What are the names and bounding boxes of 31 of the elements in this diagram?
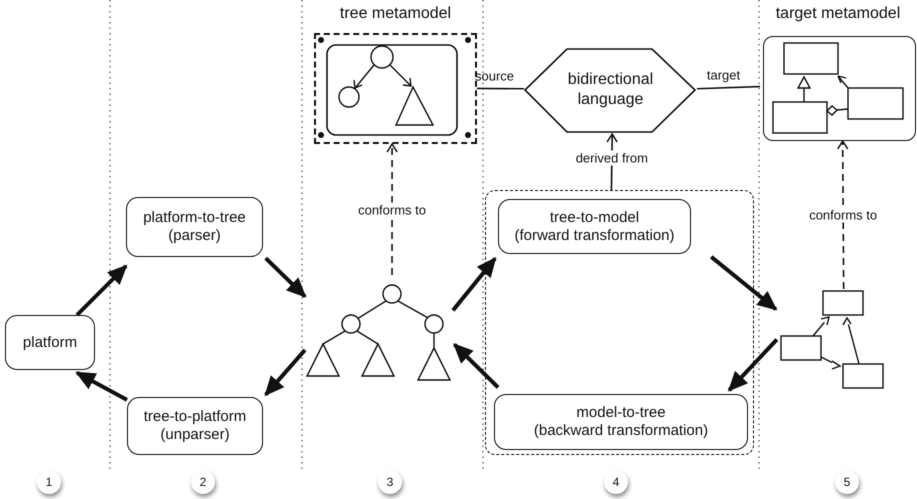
step-number: 5 bbox=[835, 470, 859, 494]
thick-arrow bbox=[710, 255, 778, 311]
node-text: bidirectional language bbox=[566, 70, 654, 110]
process-box: model-to-tree (backward transformation) bbox=[494, 394, 748, 450]
dashed-group-box bbox=[485, 190, 754, 455]
process-box: tree-to-platform (unparser) bbox=[127, 397, 263, 455]
thick-arrow bbox=[264, 256, 306, 298]
step-number: 1 bbox=[37, 470, 61, 494]
process-box: platform-to-tree (parser) bbox=[126, 197, 263, 257]
edge-label: source bbox=[474, 68, 516, 84]
step-number: 3 bbox=[378, 470, 402, 494]
connector-line bbox=[477, 88, 524, 90]
thick-arrow bbox=[451, 256, 497, 312]
process-box: tree-to-model (forward transformation) bbox=[498, 199, 691, 254]
thick-arrow bbox=[453, 343, 500, 389]
arrow bbox=[386, 143, 398, 275]
thick-arrow bbox=[264, 348, 306, 396]
arrow bbox=[836, 140, 848, 289]
step-number: 4 bbox=[604, 470, 628, 494]
thick-arrow bbox=[728, 338, 778, 392]
edge-label: derived from bbox=[574, 150, 650, 166]
process-box: platform bbox=[5, 315, 95, 370]
edge-label: conforms to bbox=[807, 208, 880, 222]
edge-label: target bbox=[706, 67, 742, 82]
connector-line bbox=[696, 86, 760, 90]
thick-arrow bbox=[75, 371, 128, 402]
heading: tree metamodel bbox=[338, 5, 452, 23]
edge-label: conforms to bbox=[356, 202, 428, 217]
thick-arrow bbox=[76, 264, 128, 316]
heading: target metamodel bbox=[774, 5, 902, 23]
step-number: 2 bbox=[191, 470, 215, 494]
